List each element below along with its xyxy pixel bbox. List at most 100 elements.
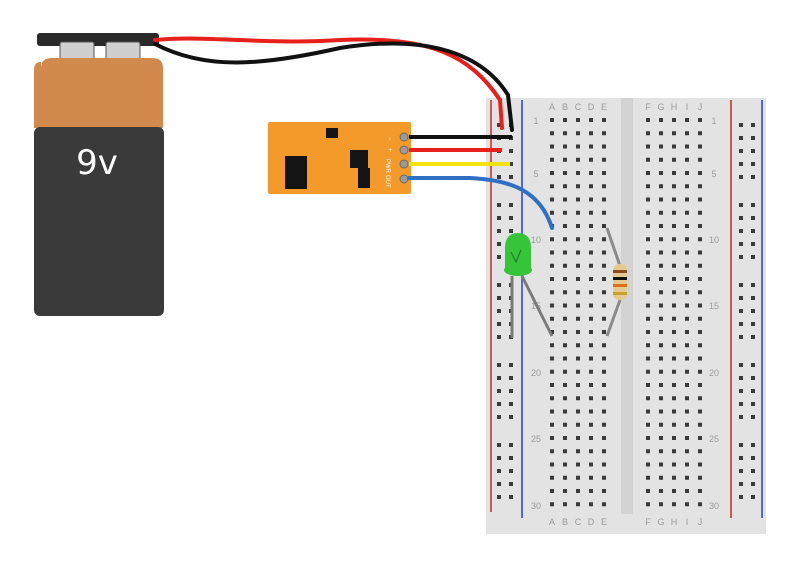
breadboard-hole (659, 475, 663, 480)
breadboard-hole (576, 250, 580, 255)
breadboard-hole (672, 356, 676, 361)
breadboard-hole (602, 316, 606, 321)
resistor (605, 227, 627, 337)
breadboard-hole (563, 462, 567, 467)
rail-hole (751, 229, 755, 233)
breadboard-hole (672, 237, 676, 242)
breadboard-hole (576, 462, 580, 467)
module-chip-large (285, 156, 307, 189)
breadboard-hole (659, 449, 663, 454)
breadboard-hole (646, 343, 650, 348)
breadboard-hole (589, 502, 593, 507)
breadboard-hole (576, 210, 580, 215)
breadboard-hole (698, 250, 702, 255)
breadboard-hole (576, 118, 580, 122)
rail-hole (739, 229, 743, 233)
rail-hole (739, 363, 743, 367)
breadboard-hole (550, 250, 554, 255)
rail-hole (497, 376, 501, 380)
rail-hole (739, 469, 743, 473)
battery-terminal-right (105, 41, 141, 61)
breadboard-hole (576, 131, 580, 136)
breadboard-hole (659, 210, 663, 215)
breadboard-hole (698, 422, 702, 427)
breadboard-hole (672, 475, 676, 480)
breadboard-hole (589, 171, 593, 175)
rail-hole (739, 242, 743, 246)
breadboard-hole (576, 290, 580, 295)
rail-hole (751, 203, 755, 207)
breadboard-hole (576, 144, 580, 149)
breadboard-hole (576, 303, 580, 308)
breadboard-hole (589, 422, 593, 427)
breadboard-hole (563, 449, 567, 454)
rail-hole (739, 415, 743, 419)
battery-body (34, 127, 164, 316)
breadboard-hole (659, 330, 663, 334)
led-dome (505, 233, 531, 268)
breadboard-hole (589, 356, 593, 361)
breadboard-hole (685, 436, 689, 440)
rail-hole (497, 389, 501, 393)
breadboard-hole (646, 263, 650, 268)
breadboard-hole (685, 290, 689, 295)
breadboard-hole (550, 356, 554, 361)
rail-hole (739, 402, 743, 406)
rail-hole (739, 482, 743, 486)
breadboard-hole (685, 131, 689, 136)
breadboard-hole (550, 462, 554, 467)
breadboard-hole (672, 383, 676, 387)
rail-hole (497, 283, 501, 287)
breadboard-hole (550, 210, 554, 215)
rail-hole (497, 335, 501, 339)
breadboard-hole (698, 396, 702, 401)
row-number-10-left: 10 (531, 235, 541, 245)
module-component-a (350, 150, 368, 168)
rail-hole (751, 296, 755, 300)
breadboard-hole (589, 436, 593, 440)
column-letters-top: A B C D E F G H I J (549, 102, 702, 112)
rail-hole (751, 216, 755, 220)
breadboard-hole (563, 210, 567, 215)
col-label-c-bottom: C (575, 517, 582, 527)
breadboard-hole (646, 184, 650, 189)
breadboard-hole (698, 502, 702, 507)
breadboard-hole (589, 210, 593, 215)
breadboard-hole (602, 396, 606, 401)
rail-hole (497, 203, 501, 207)
breadboard-hole (685, 157, 689, 162)
breadboard-hole (602, 449, 606, 454)
rail-hole (509, 389, 513, 393)
breadboard-hole (685, 237, 689, 242)
col-label-b-top: B (562, 102, 568, 112)
breadboard-hole (550, 303, 554, 308)
breadboard-hole (602, 343, 606, 348)
breadboard-hole (602, 118, 606, 122)
breadboard-hole (659, 118, 663, 122)
breadboard-hole (602, 356, 606, 361)
breadboard-hole (672, 157, 676, 162)
rail-hole (497, 322, 501, 326)
breadboard-hole (698, 436, 702, 440)
breadboard-hole (589, 290, 593, 295)
module-pin-1 (399, 132, 409, 142)
rail-hole (509, 216, 513, 220)
breadboard-hole (589, 197, 593, 202)
terminal-holes (550, 118, 702, 507)
breadboard-hole (659, 502, 663, 507)
led-highlight (510, 249, 522, 264)
breadboard-hole (659, 290, 663, 295)
breadboard-hole (685, 118, 689, 122)
breadboard-hole (698, 237, 702, 242)
breadboard-hole (646, 422, 650, 427)
battery-top-band (34, 58, 163, 128)
breadboard-hole (550, 409, 554, 414)
breadboard-hole (698, 277, 702, 281)
breadboard-hole (659, 303, 663, 308)
row-number-25-right: 25 (709, 434, 719, 444)
rail-hole (497, 402, 501, 406)
breadboard-hole (646, 462, 650, 467)
breadboard-hole (646, 197, 650, 202)
rail-holes (497, 123, 755, 499)
